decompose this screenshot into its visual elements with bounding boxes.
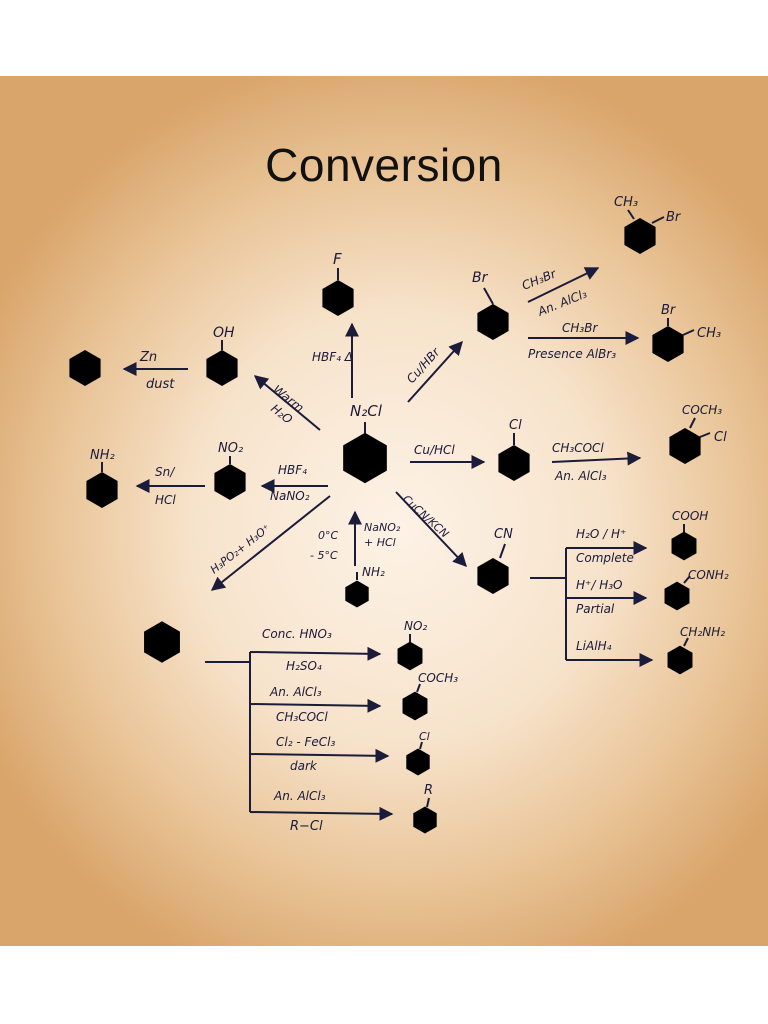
aniline-source-label: NH₂	[362, 565, 385, 579]
reagent-temp-5: - 5°C	[310, 549, 338, 562]
amide-label: CONH₂	[688, 568, 729, 582]
benz-alkyl-label: R	[424, 783, 433, 798]
reagent-partial: Partial	[576, 602, 615, 616]
methyl-bromo-a-br: Br	[666, 210, 682, 225]
reagent-an-alcl3-b: An. AlCl₃	[554, 469, 607, 483]
benzene-ring-plain-left	[69, 350, 101, 386]
paper-sheet: Conversion N₂Cl F HBF₄ Δ OH Warm H₂O	[0, 76, 768, 946]
reagent-ch3br-b: CH₃Br	[562, 321, 598, 335]
benzene-ring-methyl-bromo-b	[652, 326, 684, 362]
arrow-to-cyano	[395, 491, 467, 568]
benzene-ring-acetyl	[669, 428, 701, 464]
reagent-cucn-kcn: CuCN/KCN	[400, 493, 451, 541]
methyl-bromo-b-ch3: CH₃	[697, 326, 721, 341]
methyl-bromo-b-br: Br	[661, 303, 677, 318]
acid-label: COOH	[672, 509, 708, 523]
chloro-label: Cl	[509, 418, 522, 433]
benzene-ring-phenol	[206, 350, 238, 386]
arrow-to-phenol	[253, 375, 321, 431]
reagent-an-alcl3-a: An. AlCl₃	[535, 286, 589, 319]
benzene-ring-bromo	[477, 304, 509, 340]
benz-chloro-label: Cl	[419, 730, 430, 743]
benzene-ring-amide	[664, 581, 690, 611]
benzene-ring-methyl-bromo-a	[624, 218, 656, 254]
reagent-h2so4: H₂SO₄	[286, 659, 322, 673]
nitro-label: NO₂	[218, 441, 243, 456]
amine-label: CH₂NH₂	[680, 625, 725, 639]
benzene-ring-fluoro	[322, 280, 354, 316]
reagent-nano2-hcl-a: NaNO₂	[364, 521, 401, 534]
benzene-ring-chloro	[498, 445, 530, 481]
fluoro-label: F	[333, 250, 342, 268]
reagent-lialh4: LiAlH₄	[576, 639, 612, 653]
phenol-label: OH	[213, 325, 235, 341]
conversion-diagram: N₂Cl F HBF₄ Δ OH Warm H₂O Zn dust NO₂ HB…	[69, 195, 729, 834]
reagent-h-h3o: H⁺/ H₃O	[576, 578, 623, 592]
reagent-cl2-fecl3: Cl₂ - FeCl₃	[276, 735, 335, 749]
benz-nitro-label: NO₂	[404, 619, 427, 633]
benzene-ring-nitro	[214, 464, 246, 500]
arrow-to-ortho-methyl	[527, 267, 600, 303]
reagent-dark: dark	[290, 759, 318, 773]
reagent-presence-albr3: Presence AlBr₃	[528, 347, 616, 361]
arrow-to-bromo	[407, 340, 463, 403]
benzene-ring-cyano	[477, 558, 509, 594]
page-title: Conversion	[265, 139, 503, 191]
reagent-conc-hno3: Conc. HNO₃	[262, 627, 332, 641]
benzene-ring-aniline	[86, 472, 118, 508]
benzene-ring-acetyl-b	[402, 691, 428, 721]
reagent-h2o-h: H₂O / H⁺	[576, 527, 626, 541]
acetyl-label: COCH₃	[682, 403, 722, 417]
reagent-temp-0: 0°C	[318, 529, 338, 542]
reagent-hcl: HCl	[155, 493, 176, 507]
reagent-an-alcl3-c: An. AlCl₃	[269, 685, 322, 699]
benzene-ring-chloro-b	[406, 748, 430, 776]
arrow-to-acetyl	[551, 451, 642, 466]
arrow-to-acetophenone	[249, 698, 382, 713]
reagent-ch3cocl-b: CH₃COCl	[276, 710, 328, 724]
benzene-ring-diazonium	[343, 432, 387, 484]
reagent-complete: Complete	[576, 551, 634, 565]
reagent-hbf4-delta: HBF₄ Δ	[312, 350, 353, 364]
reagent-dust: dust	[146, 377, 175, 392]
benzene-ring-plain-bottom	[144, 621, 180, 663]
reagent-an-alcl3-d: An. AlCl₃	[273, 789, 326, 803]
benzene-ring-aniline-source	[345, 580, 369, 608]
benzene-ring-nitro-b	[397, 641, 423, 671]
reagent-sn: Sn/	[155, 465, 176, 479]
reagent-cu-hbr: Cu/HBr	[404, 344, 443, 386]
diazonium-label: N₂Cl	[350, 402, 383, 420]
benzene-ring-acid	[671, 531, 697, 561]
reagent-nano2-hcl-b: + HCl	[364, 536, 396, 549]
reagent-r-cl: R−Cl	[290, 819, 323, 834]
aniline-label: NH₂	[90, 448, 115, 463]
acetyl-cl-label: Cl	[714, 430, 727, 445]
arrow-to-alkylbenzene	[249, 806, 394, 821]
reagent-hbf4: HBF₄	[278, 463, 307, 477]
arrow-to-benzene-h3po2	[210, 495, 331, 591]
reagent-nano2: NaNO₂	[270, 489, 310, 503]
benzene-ring-alkyl-b	[413, 806, 437, 834]
bromo-label: Br	[472, 270, 489, 286]
arrow-to-chlorobenzene-b	[249, 748, 390, 763]
methyl-bromo-a-ch3: CH₃	[614, 195, 638, 210]
benz-acetyl-label: COCH₃	[418, 671, 458, 685]
reagent-ch3cocl: CH₃COCl	[552, 441, 604, 455]
arrow-to-nitrobenzene-b	[249, 646, 382, 661]
reagent-cu-hcl: Cu/HCl	[414, 443, 455, 457]
reagent-zn: Zn	[139, 350, 157, 365]
cyano-label: CN	[494, 527, 513, 542]
benzene-ring-amine	[667, 645, 693, 675]
